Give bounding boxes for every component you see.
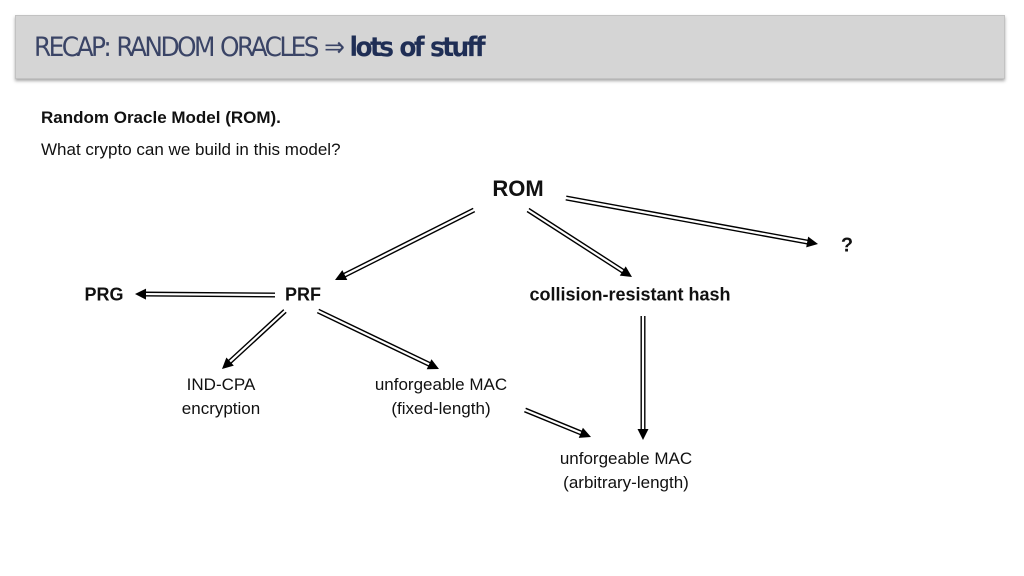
arrow-rom-to-crh: [526, 207, 632, 277]
subheading: Random Oracle Model (ROM).: [41, 108, 281, 127]
arrow-rom-to-unknown: [565, 195, 818, 248]
ind-cpa-line1: IND-CPA: [186, 375, 256, 394]
implies-arrow: ⇒: [324, 32, 345, 63]
arrow-prf-to-ind-cpa: [222, 309, 287, 369]
arrow-prf-to-prg: [135, 288, 276, 300]
ind-cpa-line2: encryption: [181, 399, 261, 418]
title-main: RECAP: RANDOM ORACLES: [34, 32, 320, 63]
node-mac-arbitrary: unforgeable MAC (arbitrary-length): [560, 447, 692, 495]
arrow-rom-to-prf: [335, 207, 476, 280]
title-bar: RECAP: RANDOM ORACLES ⇒ lots of stuff: [15, 15, 1005, 79]
title-tail: lots of stuff: [349, 32, 486, 63]
node-unknown: ?: [840, 234, 854, 257]
node-ind-cpa: IND-CPA encryption: [182, 373, 260, 421]
node-prg: PRG: [84, 284, 124, 305]
mac-arbitrary-line2: (arbitrary-length): [563, 473, 689, 492]
mac-arbitrary-line1: unforgeable MAC: [559, 449, 693, 468]
node-prf: PRF: [285, 284, 321, 305]
node-collision-resistant-hash: collision-resistant hash: [529, 284, 731, 305]
mac-fixed-line2: (fixed-length): [391, 399, 491, 418]
arrow-mac-fixed-to-mac-arbitrary: [524, 407, 591, 438]
question-text: What crypto can we build in this model?: [41, 140, 341, 159]
arrow-prf-to-mac-fixed: [316, 308, 439, 370]
slide-title: RECAP: RANDOM ORACLES ⇒ lots of stuff: [34, 31, 486, 65]
node-rom: ROM: [492, 176, 544, 201]
arrow-crh-to-mac-arbitrary: [637, 316, 649, 440]
node-mac-fixed: unforgeable MAC (fixed-length): [375, 373, 507, 421]
mac-fixed-line1: unforgeable MAC: [374, 375, 508, 394]
